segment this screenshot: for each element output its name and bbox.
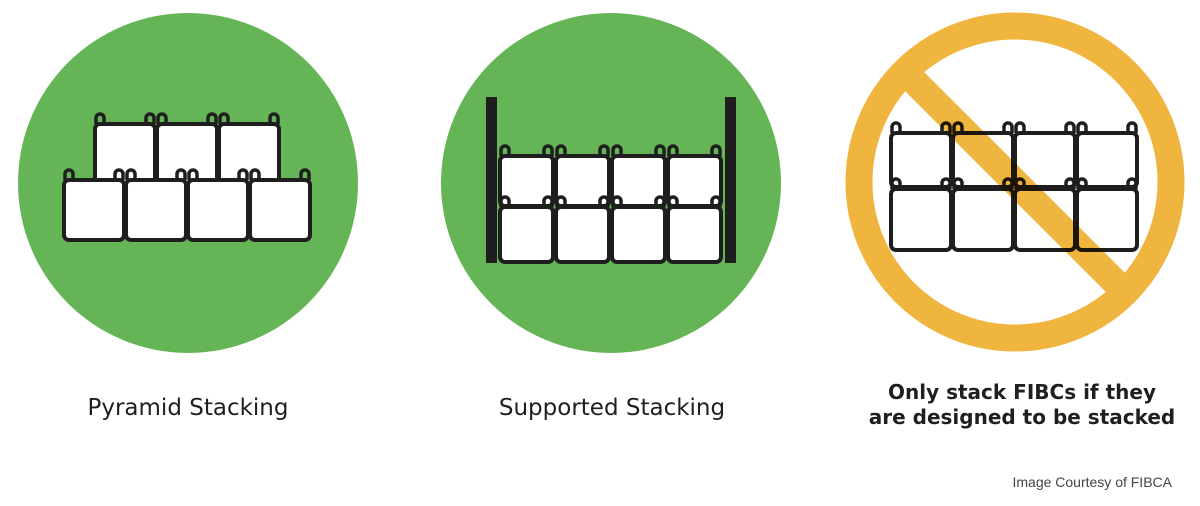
bag-loop bbox=[499, 144, 511, 156]
bag-loop bbox=[144, 112, 156, 124]
stacking-warning-label: Only stack FIBCs if they are designed to… bbox=[842, 380, 1200, 430]
bag-loop bbox=[710, 195, 722, 207]
bulk-bag-icon bbox=[889, 121, 953, 189]
bulk-bag-icon bbox=[610, 195, 667, 264]
warning-line-1: Only stack FIBCs if they bbox=[888, 380, 1156, 404]
bag-loop bbox=[499, 195, 511, 207]
bulk-bag-icon bbox=[217, 112, 281, 186]
bag-loop bbox=[1064, 121, 1076, 133]
bag-loop bbox=[237, 168, 249, 180]
bulk-bag-icon bbox=[498, 144, 555, 208]
bag-loop bbox=[1064, 177, 1076, 189]
warning-line-2: are designed to be stacked bbox=[868, 405, 1176, 429]
bag-loop bbox=[555, 144, 567, 156]
bag-loop bbox=[598, 144, 610, 156]
bag-loop bbox=[654, 195, 666, 207]
bulk-bag-icon bbox=[248, 168, 312, 242]
bag-loop bbox=[218, 112, 230, 124]
bag-loop bbox=[299, 168, 311, 180]
bag-loop bbox=[667, 195, 679, 207]
bag-loop bbox=[542, 144, 554, 156]
bag-loop bbox=[890, 177, 902, 189]
support-pole-right bbox=[725, 97, 736, 263]
bulk-bag-icon bbox=[155, 112, 219, 186]
bulk-bag-icon bbox=[124, 168, 188, 242]
bulk-bag-icon bbox=[889, 177, 953, 252]
prohibited-sign-icon bbox=[845, 12, 1185, 352]
bulk-bag-icon bbox=[666, 195, 723, 264]
bag-loop bbox=[63, 168, 75, 180]
bag-loop bbox=[654, 144, 666, 156]
support-pole-left bbox=[486, 97, 497, 263]
bag-loop bbox=[206, 112, 218, 124]
bag-loop bbox=[542, 195, 554, 207]
bulk-bag-icon bbox=[93, 112, 157, 186]
prohibited-slash bbox=[895, 62, 1135, 302]
bulk-bag-icon bbox=[554, 144, 611, 208]
supported-stack-bags-icon bbox=[486, 97, 736, 264]
bag-loop bbox=[249, 168, 261, 180]
bulk-bag-icon bbox=[1075, 121, 1139, 189]
bulk-bag-icon bbox=[62, 168, 126, 242]
bag-loop bbox=[940, 177, 952, 189]
bag-loop bbox=[1126, 121, 1138, 133]
bag-loop bbox=[1126, 177, 1138, 189]
bag-loop bbox=[1076, 177, 1088, 189]
bag-loop bbox=[890, 121, 902, 133]
bag-loop bbox=[1014, 121, 1026, 133]
bag-loop bbox=[1076, 121, 1088, 133]
prohibited-ring bbox=[845, 12, 1185, 352]
supported-stacking-label: Supported Stacking bbox=[498, 395, 726, 421]
bag-loop bbox=[156, 112, 168, 124]
bag-loop bbox=[611, 144, 623, 156]
bag-loop bbox=[268, 112, 280, 124]
bag-loop bbox=[94, 112, 106, 124]
bag-loop bbox=[1002, 121, 1014, 133]
pyramid-stacking-label: Pyramid Stacking bbox=[87, 395, 289, 421]
pyramid-stack-bags-icon bbox=[62, 112, 312, 242]
bulk-bag-icon bbox=[1075, 177, 1139, 252]
bag-loop bbox=[113, 168, 125, 180]
bag-loop bbox=[175, 168, 187, 180]
bulk-bag-icon bbox=[554, 195, 611, 264]
bag-loop bbox=[667, 144, 679, 156]
bag-loop bbox=[710, 144, 722, 156]
bulk-bag-icon bbox=[666, 144, 723, 208]
bag-loop bbox=[598, 195, 610, 207]
bag-loop bbox=[125, 168, 137, 180]
bulk-bag-icon bbox=[186, 168, 250, 242]
bag-loop bbox=[187, 168, 199, 180]
bag-loop bbox=[611, 195, 623, 207]
image-credit: Image Courtesy of FIBCA bbox=[1012, 474, 1172, 490]
bag-loop bbox=[555, 195, 567, 207]
non-stackable-bags-icon bbox=[889, 121, 1139, 252]
bag-loop bbox=[952, 177, 964, 189]
bulk-bag-icon bbox=[498, 195, 555, 264]
